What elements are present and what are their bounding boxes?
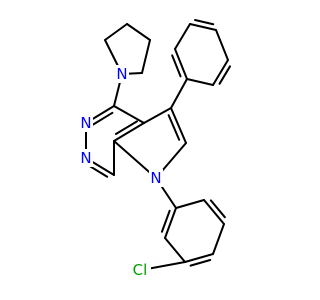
atom-label-n_pyrrole: N [150,169,161,187]
double-bond-aC5-aC6 [209,199,226,219]
bond-pyC3-pyC4 [141,39,151,74]
atom-label-n_pyrimidine_1: N [80,114,91,132]
bond-aC4-aC5 [212,223,225,255]
bond-aC1-aC2 [164,207,177,239]
bond-c7a-c4a [113,122,145,142]
double-bond-aC3-aC4 [189,259,212,267]
bond-pC1-pC2 [174,48,188,80]
bond-pyC2-pyC3 [126,23,151,41]
bond-c4-c4a [113,105,145,124]
bond-c5-c6 [170,107,187,144]
bond-pC3-pC4 [189,23,217,31]
double-bond-pC3-pC4 [194,19,215,26]
bond-aC3-cl [146,261,186,270]
atom-label-background [79,149,93,167]
double-bond-pC5-pC6 [218,65,232,85]
atom-label-background [115,65,129,83]
bond-pC4-pC5 [215,29,229,61]
double-bond-aC1-aC2 [160,209,171,233]
bond-c5-pC1 [170,78,188,109]
bond-aC3-aC4 [184,253,214,263]
double-bond-pC1-pC2 [171,54,182,78]
double-bond-c7a-c4a [114,120,138,136]
bond-pC6-pC1 [186,78,214,86]
bond-c4a-c5 [143,107,172,124]
double-bond-c4-n3 [91,111,114,126]
atom-label-n_pyrrolidine: N [116,65,127,83]
bond-pC5-pC6 [212,59,229,86]
atom-label-background [129,261,151,279]
atom-label-background [149,169,163,187]
bonds-layer [85,19,232,270]
bond-aC2-aC3 [164,237,186,263]
double-bond-c5-c6 [167,114,181,141]
bond-aC6-aC1 [175,199,205,209]
atom-label-cl: Cl [133,261,148,279]
atom-label-n_pyrimidine_2: N [80,149,91,167]
atom-label-background [79,114,93,132]
bond-pyC1-pyC2 [104,23,128,41]
bond-aC5-aC6 [203,199,225,225]
bond-pC2-pC3 [174,23,191,50]
